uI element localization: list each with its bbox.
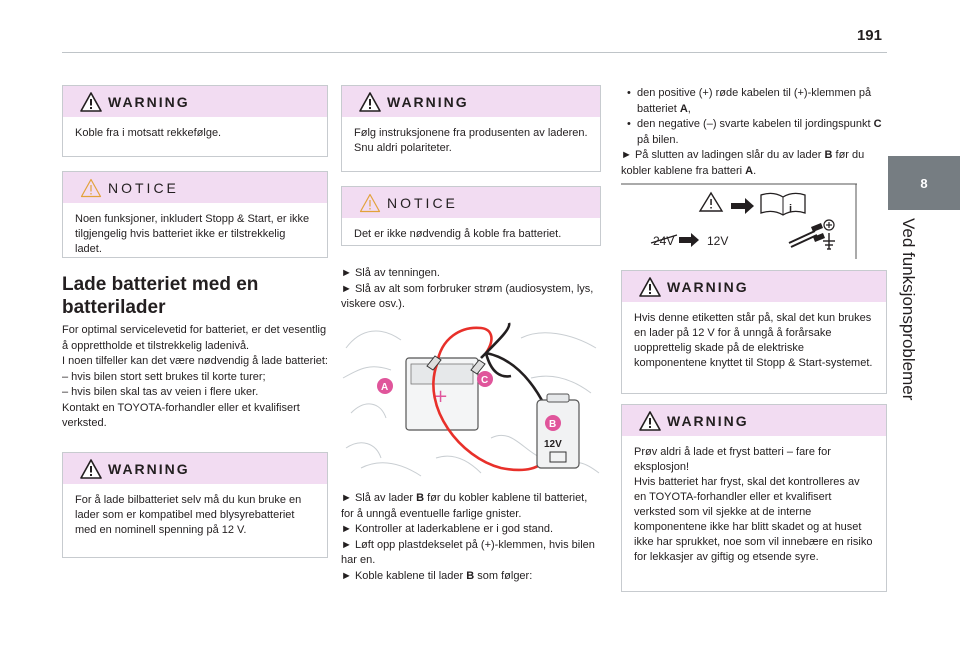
notice-label: NOTICE <box>108 179 179 196</box>
notice-header: NOTICE <box>63 172 327 203</box>
final-step: ► På slutten av ladingen slår du av lade… <box>621 149 865 177</box>
warning-text: For å lade bilbatteriet selv må du kun b… <box>75 494 302 536</box>
notice-label: NOTICE <box>387 194 458 211</box>
battery-label-illustration: i 24V 12V <box>621 183 857 259</box>
list-item: •den negative (–) svarte kabelen til jor… <box>627 118 882 146</box>
ok-voltage: 12V <box>707 234 728 248</box>
warning-text: Prøv aldri å lade et fryst batteri – far… <box>634 446 831 473</box>
warning-label: WARNING <box>667 412 749 429</box>
warning-icon <box>80 458 102 479</box>
manual-icon: i <box>760 192 806 216</box>
notice-text: Det er ikke nødvendig å koble fra batter… <box>354 228 562 240</box>
notice-box: NOTICE Det er ikke nødvendig å koble fra… <box>341 186 601 246</box>
steps-bottom: ► Slå av lader B før du kobler kablene t… <box>341 491 603 584</box>
chapter-tab[interactable]: 8 <box>888 156 960 210</box>
battery-charger-illustration: + 12V A C B <box>342 322 600 477</box>
step-text: ► Slå av lader B før du kobler kablene t… <box>341 492 588 520</box>
svg-text:i: i <box>789 203 792 215</box>
charger-b: 12V <box>536 393 580 469</box>
intro-line: Kontakt en TOYOTA-forhandler eller et kv… <box>62 401 300 430</box>
intro-line: – hvis bilen skal tas av veien i flere u… <box>62 386 259 398</box>
connection-list: •den positive (+) røde kabelen til (+)-k… <box>621 86 883 179</box>
warning-text: Hvis denne etiketten står på, skal det k… <box>634 312 873 369</box>
clamp-icon <box>426 355 486 375</box>
page-number: 191 <box>856 27 882 44</box>
warning-icon <box>80 91 102 112</box>
label-a-badge <box>377 378 393 394</box>
warning-header: WARNING <box>342 86 600 117</box>
crossed-voltage: 24V <box>650 234 678 248</box>
warning-text: Koble fra i motsatt rekkefølge. <box>75 127 222 139</box>
warning-text: Snu aldri polariteter. <box>354 142 452 154</box>
warning-text: Følg instruksjonene fra produsenten av l… <box>354 127 588 139</box>
warning-icon <box>639 410 661 431</box>
arrow-icon <box>679 233 699 247</box>
warning-label: WARNING <box>108 460 190 477</box>
charger-voltage: 12V <box>544 439 562 450</box>
steps-top: ► Slå av tenningen. ► Slå av alt som for… <box>341 266 603 313</box>
warning-box: WARNING Koble fra i motsatt rekkefølge. <box>62 85 328 157</box>
warning-icon <box>698 191 724 212</box>
warning-text: Hvis batteriet har fryst, skal det kontr… <box>634 476 873 563</box>
arrow-icon <box>731 198 754 214</box>
charger-clamps-icon <box>788 223 825 248</box>
chapter-title: Ved funksjonsproblemer <box>899 218 918 408</box>
warning-label: WARNING <box>108 93 190 110</box>
notice-text: Noen funksjoner, inkludert Stopp & Start… <box>75 213 310 255</box>
red-cable <box>435 326 493 365</box>
warning-header: WARNING <box>622 271 886 302</box>
warning-header: WARNING <box>63 86 327 117</box>
step-text: ► Slå av tenningen. <box>341 267 440 279</box>
ground-plus-icon <box>823 219 835 250</box>
intro-line: For optimal servicelevetid for batteriet… <box>62 324 327 352</box>
warning-box: WARNING Prøv aldri å lade et fryst batte… <box>621 404 887 592</box>
warning-header: WARNING <box>622 405 886 436</box>
notice-icon <box>359 193 381 212</box>
chapter-title-text: Ved funksjonsproblemer <box>899 218 918 401</box>
step-text: ► Kontroller at laderkablene er i god st… <box>341 523 554 535</box>
step-text: ► Slå av alt som forbruker strøm (audios… <box>341 282 594 311</box>
label-c-badge <box>477 371 493 387</box>
intro-text: For optimal servicelevetid for batteriet… <box>62 323 330 432</box>
label-c: C <box>481 375 488 386</box>
label-b: B <box>549 419 556 430</box>
list-item: •den positive (+) røde kabelen til (+)-k… <box>627 87 872 115</box>
warning-box: WARNING For å lade bilbatteriet selv må … <box>62 452 328 558</box>
section-heading: Lade batteriet med en batterilader <box>62 274 259 318</box>
label-a: A <box>381 382 388 393</box>
warning-icon <box>639 276 661 297</box>
warning-box: WARNING Hvis denne etiketten står på, sk… <box>621 270 887 394</box>
intro-line: – hvis bilen stort sett brukes til korte… <box>62 370 266 383</box>
intro-line: I noen tilfeller kan det være nødvendig … <box>62 355 328 367</box>
label-b-badge <box>545 415 561 431</box>
warning-label: WARNING <box>387 93 469 110</box>
notice-header: NOTICE <box>342 187 600 218</box>
warning-header: WARNING <box>63 453 327 484</box>
step-text: ► Løft opp plastdekselet på (+)-klemmen,… <box>341 538 595 567</box>
warning-box: WARNING Følg instruksjonene fra produsen… <box>341 85 601 172</box>
black-cable <box>484 352 512 378</box>
warning-label: WARNING <box>667 278 749 295</box>
header-divider <box>62 52 887 53</box>
step-text: ► Koble kablene til lader B som følger: <box>341 569 533 582</box>
notice-box: NOTICE Noen funksjoner, inkludert Stopp … <box>62 171 328 258</box>
warning-icon <box>359 91 381 112</box>
notice-icon <box>80 178 102 197</box>
